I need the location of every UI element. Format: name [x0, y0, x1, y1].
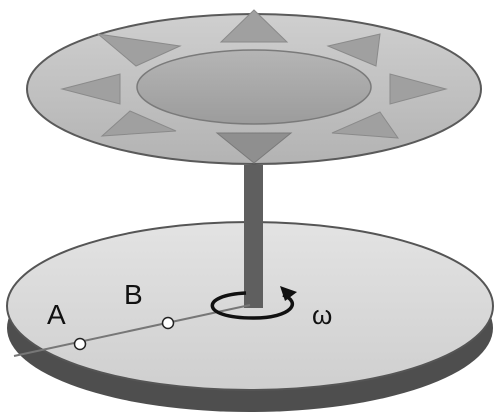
point-b-marker [161, 316, 175, 330]
point-b-label: B [124, 279, 143, 310]
marker-right [389, 73, 448, 105]
shaft [244, 165, 263, 308]
omega-label: ω [312, 300, 332, 330]
marker-bottom-right [331, 111, 400, 139]
marker-top-right [326, 33, 381, 67]
top-disk-hub [136, 49, 372, 125]
marker-top-left [96, 33, 182, 67]
radius-line-group [13, 304, 251, 357]
point-a-marker [73, 337, 87, 351]
point-a-label: A [47, 299, 66, 330]
marker-left [60, 73, 121, 105]
top-disk [26, 9, 482, 165]
marker-bottom [215, 132, 293, 164]
rotation-arrow-icon [210, 286, 297, 320]
marker-bottom-left [100, 110, 177, 137]
radius-line [13, 304, 251, 357]
marker-top [219, 9, 289, 43]
